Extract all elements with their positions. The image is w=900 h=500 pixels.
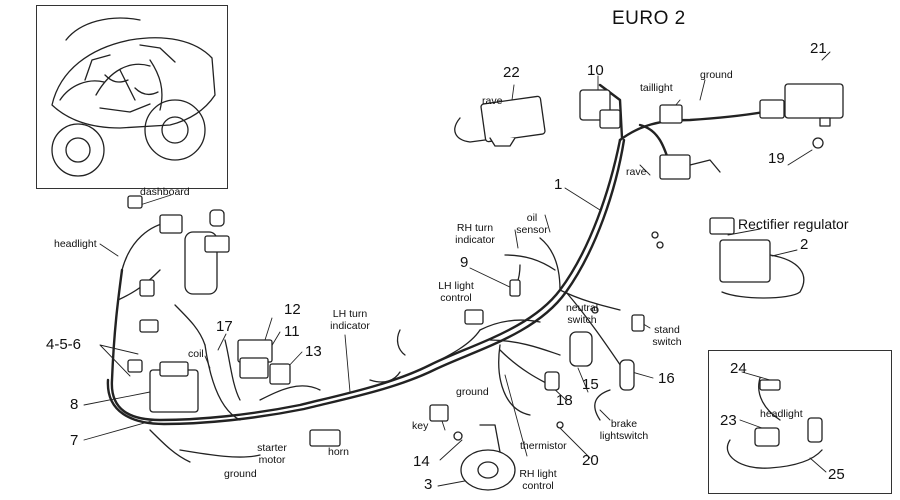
label-lh-turn-line2: indicator [330, 320, 370, 332]
part-number-4-5-6: 4-5-6 [46, 336, 82, 353]
label-lh-turn-indicator: LH turn indicator [318, 308, 382, 332]
label-rh-turn-line1: RH turn [456, 222, 494, 234]
label-brake-line1: brake [610, 418, 638, 430]
label-stand-line1: stand [654, 324, 680, 336]
label-thermistor: thermistor [520, 440, 567, 452]
label-stand-switch: stand switch [646, 324, 688, 348]
part-number-16: 16 [658, 370, 675, 387]
part-number-24: 24 [730, 360, 747, 377]
label-brake-line2: lightswitch [599, 430, 649, 442]
part-number-21: 21 [810, 40, 827, 57]
motorcycle-illustration [51, 17, 216, 177]
motorcycle-inset-box [36, 5, 228, 189]
part-number-14: 14 [413, 453, 430, 470]
label-rh-light-line1: RH light [519, 468, 557, 480]
label-rh-light-line2: control [522, 480, 554, 492]
label-dashboard: dashboard [140, 186, 190, 198]
part-number-15: 15 [582, 376, 599, 393]
label-neutral-line2: switch [567, 314, 597, 326]
part-number-25: 25 [828, 466, 845, 483]
diagram-title: EURO 2 [612, 8, 686, 29]
label-horn: horn [328, 446, 350, 458]
label-stand-line2: switch [652, 336, 682, 348]
label-key: key [412, 420, 429, 432]
label-taillight: taillight [640, 82, 673, 94]
label-oil-line1: oil [526, 212, 538, 224]
part-number-23: 23 [720, 412, 737, 429]
label-lh-light-control: LH light control [432, 280, 480, 304]
label-headlight: headlight [54, 238, 97, 250]
label-ground-top: ground [700, 69, 733, 81]
part-number-20: 20 [582, 452, 599, 469]
label-rh-light-control: RH light control [512, 468, 564, 492]
part-number-11: 11 [284, 323, 300, 340]
label-rh-turn-indicator: RH turn indicator [446, 222, 504, 246]
part-number-9: 9 [460, 254, 469, 271]
label-rave-mid: rave [626, 166, 647, 178]
label-ground-bottom: ground [224, 468, 257, 480]
label-brake-lightswitch: brake lightswitch [592, 418, 656, 442]
headlight-inset-box [708, 350, 892, 494]
label-coil: coil [188, 348, 204, 360]
label-oil-line2: sensor [516, 224, 548, 236]
label-neutral-line1: neutral [565, 302, 599, 314]
label-inset-headlight: headlight [760, 408, 803, 420]
components [127, 83, 844, 491]
label-lh-light-line2: control [440, 292, 472, 304]
part-number-22: 22 [503, 64, 520, 81]
label-lh-turn-line1: LH turn [332, 308, 368, 320]
part-number-13: 13 [305, 343, 322, 360]
label-neutral-switch: neutral switch [560, 302, 604, 326]
label-ground-center: ground [456, 386, 489, 398]
part-number-2: 2 [800, 236, 809, 253]
part-number-3: 3 [424, 476, 433, 493]
label-starter-line2: motor [258, 454, 286, 466]
part-number-7: 7 [70, 432, 79, 449]
part-number-1: 1 [554, 176, 563, 193]
part-number-12: 12 [284, 301, 301, 318]
label-rave-top: rave [482, 95, 503, 107]
part-number-17: 17 [216, 318, 233, 335]
branch-wires [117, 117, 823, 469]
label-starter-motor: starter motor [246, 442, 298, 466]
part-number-18: 18 [556, 392, 573, 409]
label-rh-turn-line2: indicator [455, 234, 495, 246]
part-number-19: 19 [768, 150, 785, 167]
label-rectifier-regulator: Rectifier regulator [738, 216, 849, 232]
label-oil-sensor: oil sensor [511, 212, 553, 236]
label-starter-line1: starter [257, 442, 287, 454]
part-number-10: 10 [587, 62, 604, 79]
part-number-8: 8 [70, 396, 79, 413]
label-lh-light-line1: LH light [438, 280, 474, 292]
